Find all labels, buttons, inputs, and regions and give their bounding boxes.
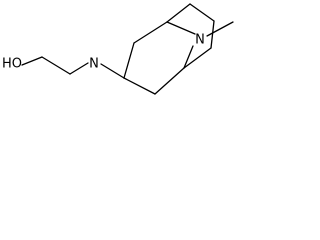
bond-bridge-n-bridgehead [183, 45, 194, 69]
bond-c1-c2 [41, 56, 71, 75]
bond-ring-lower-bridgehead [154, 67, 185, 95]
bond-top-c-right-c [189, 3, 215, 22]
structure-canvas: HO N N [0, 0, 263, 103]
bridge-nitrogen-label: N [195, 33, 205, 48]
bond-right-c-bottom-c [210, 20, 215, 49]
hydroxyl-label: HO [2, 57, 22, 72]
bond-n-c3 [100, 63, 125, 79]
bond-c3-ring-upper [123, 42, 135, 79]
bond-bridge-n-methyl [206, 21, 234, 37]
bond-bridgehead-top-c [166, 3, 191, 23]
bond-bridgehead-bridge-n [166, 21, 196, 35]
bond-bottom-c-bridgehead [183, 47, 212, 69]
bond-ring-upper-bridgehead [133, 21, 168, 44]
bond-c2-n [69, 62, 89, 75]
amine-nitrogen-label: N [89, 57, 99, 72]
bond-c3-ring-lower [123, 77, 156, 95]
chemical-structure-diagram: HO N N [2, 3, 234, 95]
bond-o-c1 [21, 56, 43, 66]
